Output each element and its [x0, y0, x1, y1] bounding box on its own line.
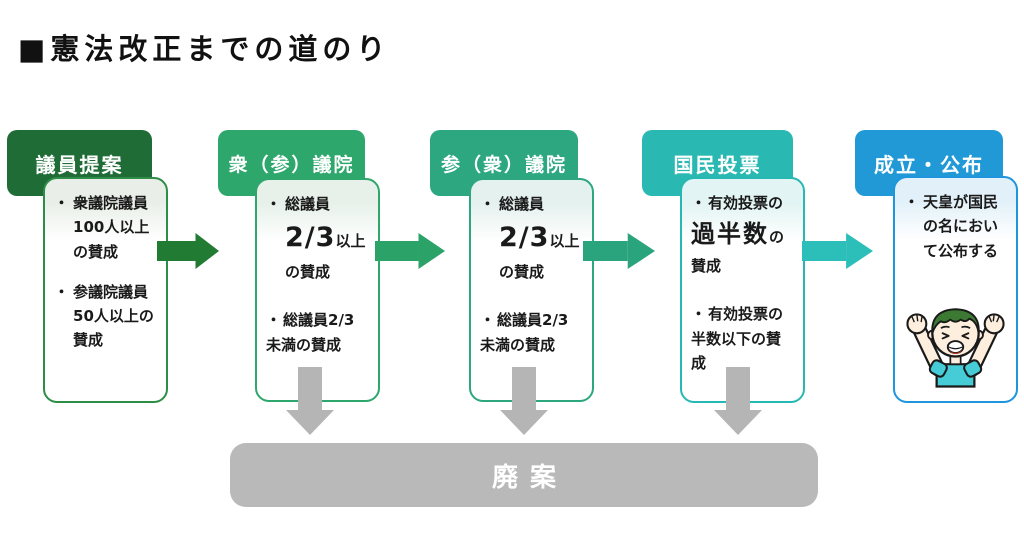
right-arrow-icon — [802, 233, 873, 269]
bullet-item: ・ 衆議院議員100人以上の賛成 — [54, 191, 157, 264]
stage-lower-house-title: 衆（参）議院 — [228, 153, 355, 176]
right-hand — [983, 313, 1005, 335]
fraction-emphasis: 2/3 — [499, 222, 550, 254]
bullet-text: 有効投票の半数以下の賛成 — [691, 305, 784, 373]
stage-proposal-title: 議員提案 — [35, 152, 124, 177]
bullet-item: ・総議員2/3未満の賛成 — [480, 308, 583, 357]
bullet-marker: ・ — [54, 282, 70, 301]
down-arrow-icon — [714, 367, 762, 435]
bullet-item: ・ 参議院議員50人以上の賛成 — [54, 280, 157, 353]
bullet-text: 有効投票の過半数の賛成 — [691, 194, 785, 276]
bullet-text: 総議員2/3以上の賛成 — [499, 195, 580, 282]
stage-referendum-card: ・有効投票の過半数の賛成 ・有効投票の半数以下の賛成 — [680, 177, 805, 403]
arrow-referendum-to-promulgation — [802, 233, 873, 269]
right-arrow-icon — [157, 233, 219, 269]
left-hand — [906, 313, 928, 335]
bullet-text: 総議員2/3未満の賛成 — [480, 311, 569, 354]
down-arrow-icon — [500, 367, 548, 435]
down-arrow-icon — [286, 367, 334, 435]
bullet-text: 総議員2/3以上の賛成 — [285, 195, 366, 282]
cheering-boy-icon — [906, 308, 1005, 388]
arrow-lower-house-to-upper-house — [375, 233, 445, 269]
stage-upper-house-title: 参（衆）議院 — [440, 153, 567, 176]
bullet-marker: ・ — [480, 311, 496, 330]
stage-promulgation-card: ・ 天皇が国民の名において公布する — [893, 176, 1018, 403]
bullet-marker: ・ — [266, 311, 282, 330]
arrow-upper-house-to-referendum — [583, 233, 655, 269]
bullet-text: 衆議院議員100人以上の賛成 — [73, 194, 150, 261]
bullet-marker: ・ — [266, 195, 282, 213]
bullet-text: 総議員2/3未満の賛成 — [266, 311, 355, 354]
bullet-item: ・ 総議員2/3以上の賛成 — [480, 192, 583, 284]
bullet-marker: ・ — [691, 194, 707, 212]
bullet-marker: ・ — [691, 305, 707, 324]
arrow-lower-house-to-rejected — [286, 367, 334, 435]
bullet-marker: ・ — [480, 195, 496, 213]
right-arrow-icon — [583, 233, 655, 269]
fraction-emphasis: 2/3 — [285, 222, 336, 254]
stage-lower-house-card: ・ 総議員2/3以上の賛成 ・総議員2/3未満の賛成 — [255, 178, 380, 402]
bullet-marker: ・ — [904, 193, 920, 211]
bullet-item: ・有効投票の過半数の賛成 — [691, 191, 794, 278]
rejected-label: 廃案 — [491, 462, 568, 493]
page-title: ■憲法改正までの道のり — [18, 32, 391, 66]
arrow-referendum-to-rejected — [714, 367, 762, 435]
majority-emphasis: 過半数 — [691, 220, 769, 249]
bullet-item: ・有効投票の半数以下の賛成 — [691, 302, 794, 375]
bullet-text: 天皇が国民の名において公布する — [923, 193, 999, 260]
arrow-proposal-to-lower-house — [157, 233, 219, 269]
right-arrow-icon — [375, 233, 445, 269]
bullet-item: ・ 天皇が国民の名において公布する — [904, 190, 1007, 263]
bullet-item: ・総議員2/3未満の賛成 — [266, 308, 369, 357]
bullet-text: 参議院議員50人以上の賛成 — [73, 282, 154, 350]
cheering-boy-illustration — [904, 279, 1007, 391]
stage-proposal-card: ・ 衆議院議員100人以上の賛成 ・ 参議院議員50人以上の賛成 — [43, 177, 168, 403]
stage-upper-house-card: ・ 総議員2/3以上の賛成 ・総議員2/3未満の賛成 — [469, 178, 594, 402]
bullet-marker: ・ — [54, 194, 70, 212]
rejected-bar: 廃案 — [230, 443, 818, 507]
stage-referendum-title: 国民投票 — [673, 152, 762, 177]
bullet-item: ・ 総議員2/3以上の賛成 — [266, 192, 369, 284]
stage-promulgation-title: 成立・公布 — [874, 152, 984, 177]
arrow-upper-house-to-rejected — [500, 367, 548, 435]
